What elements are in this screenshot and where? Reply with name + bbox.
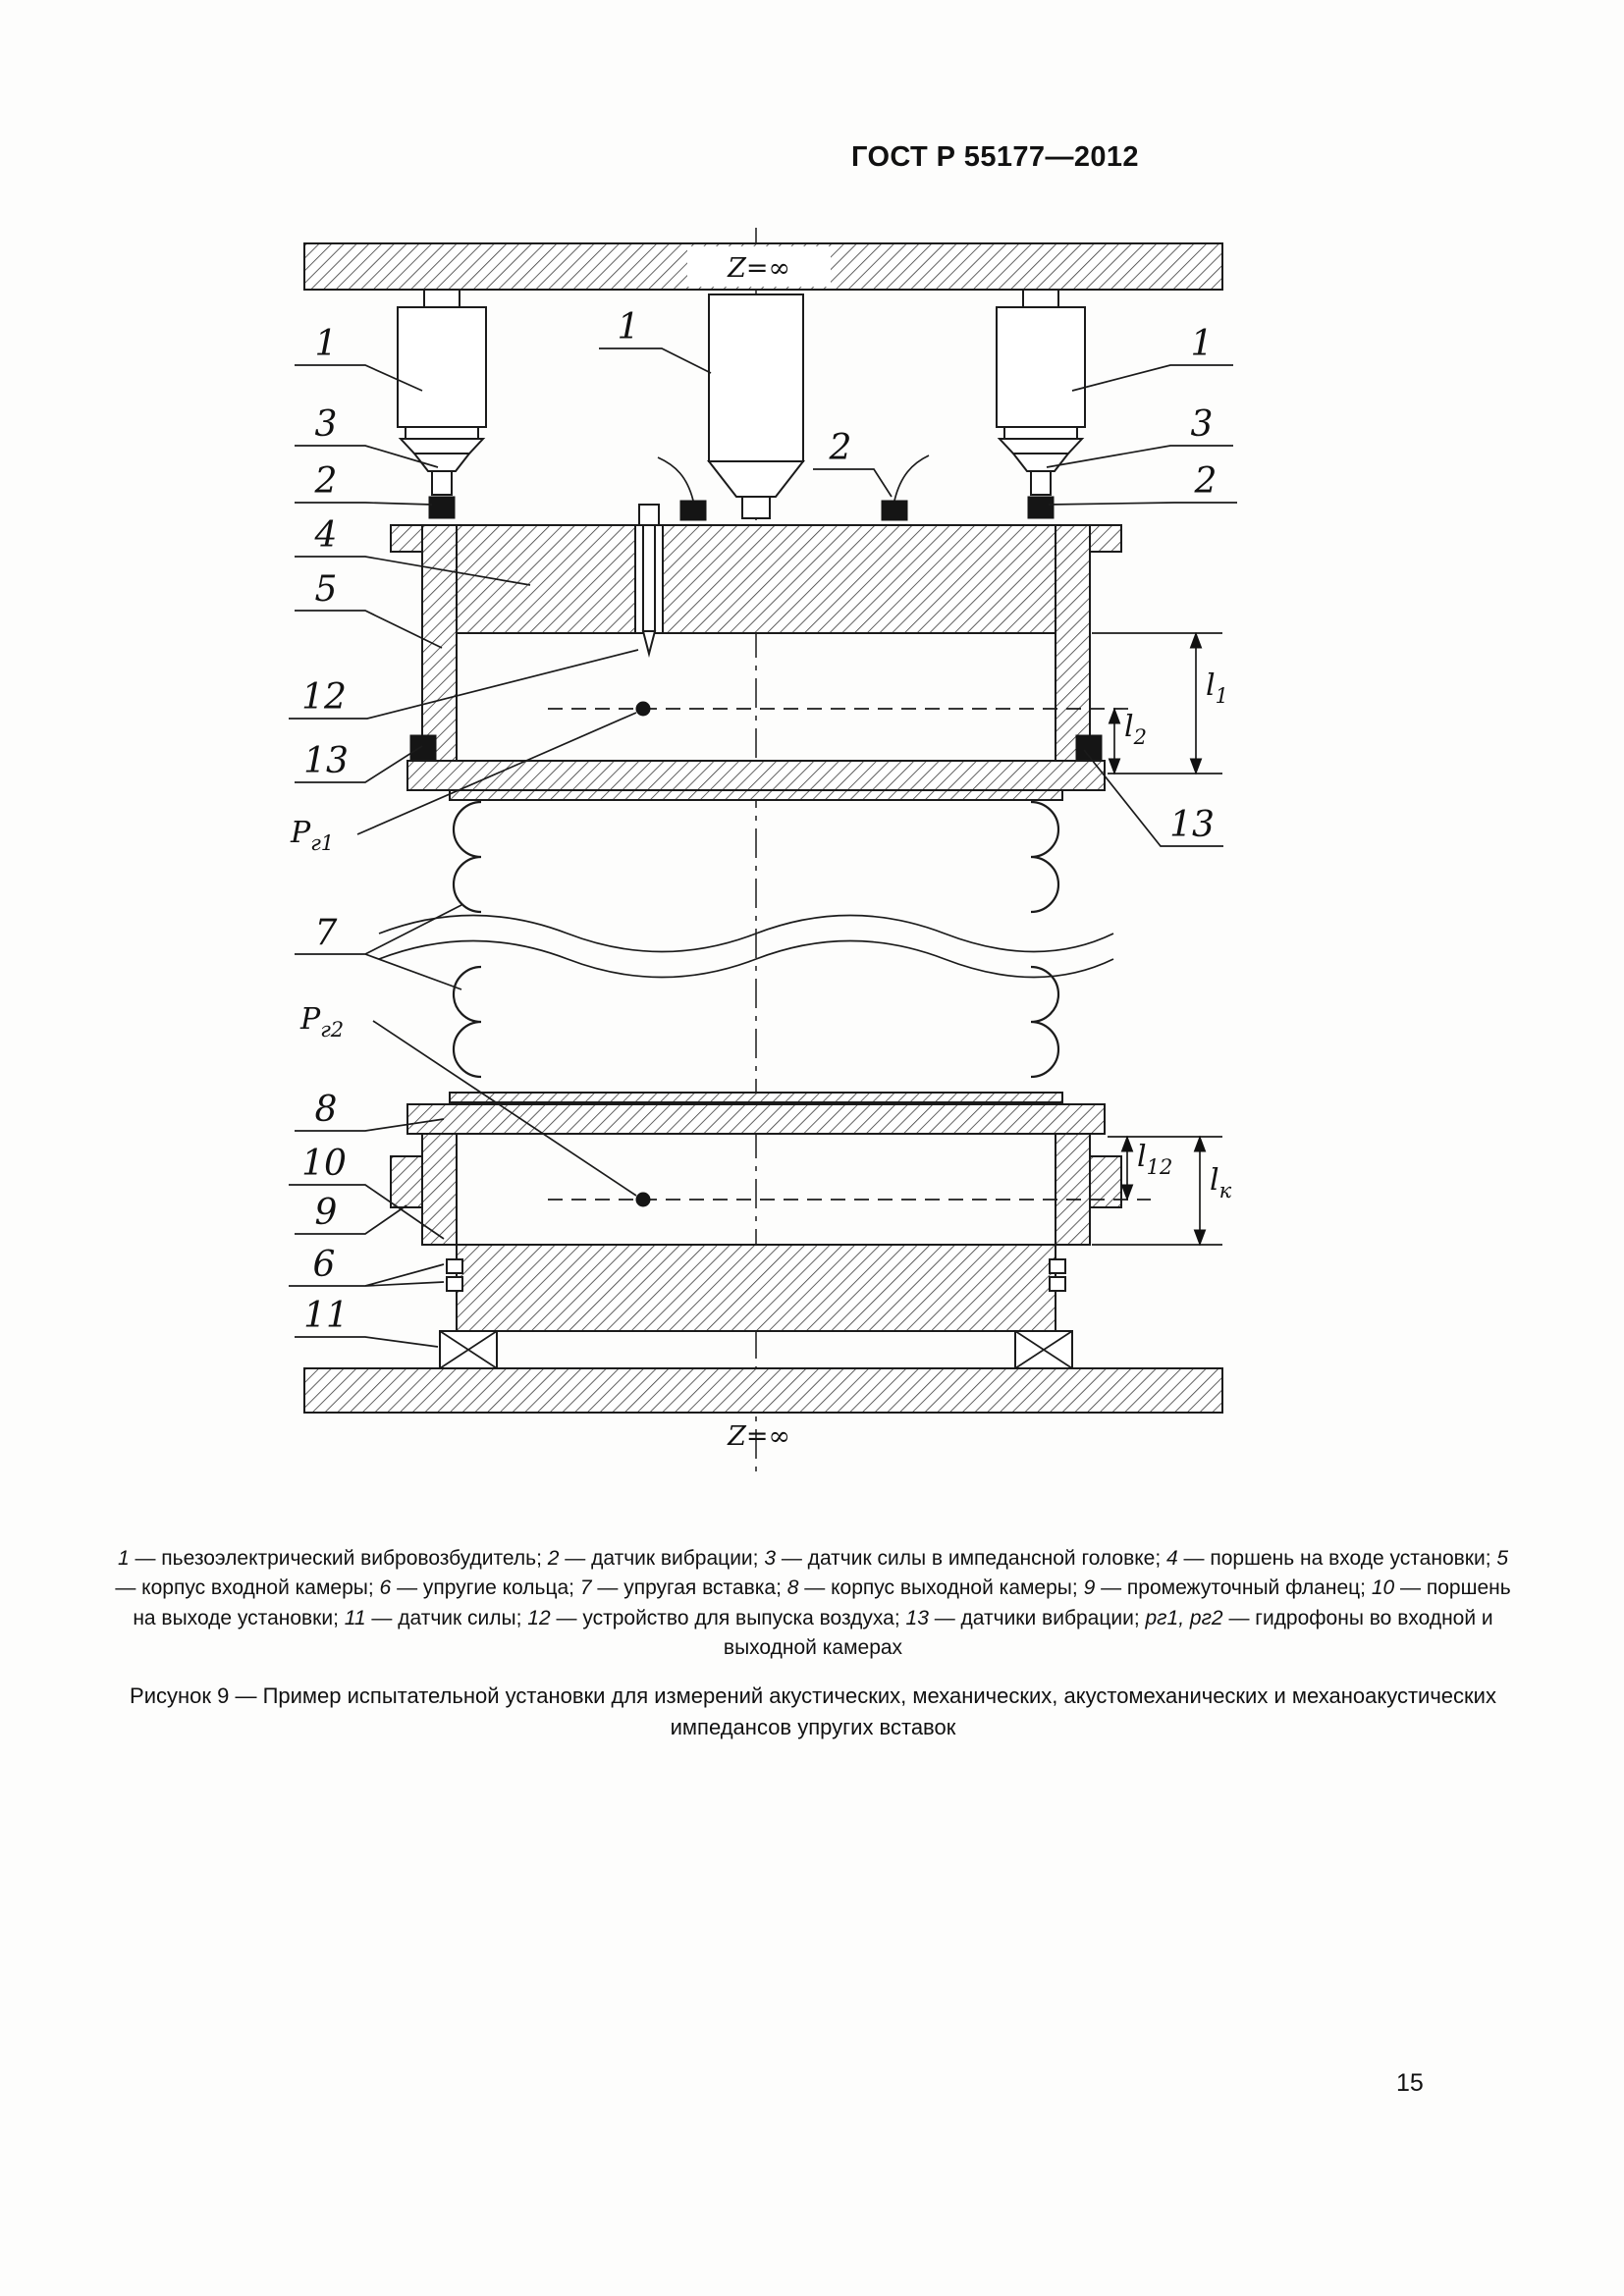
figure-9-diagram: Z=∞ <box>289 228 1237 1474</box>
vibration-sensor-13-left <box>409 734 437 762</box>
output-chamber-wall-right <box>1055 1133 1091 1246</box>
dimension-l12: l12 <box>1120 1135 1172 1201</box>
document-header: ГОСТ Р 55177—2012 <box>851 141 1139 173</box>
callout-1-right: 1 <box>1191 324 1214 364</box>
hydrophone-p2-dot <box>635 1192 651 1207</box>
input-top-step-right <box>1089 524 1122 553</box>
air-release-device <box>634 504 664 658</box>
break-wave-lines <box>378 914 1114 979</box>
svg-text:l1: l1 <box>1206 668 1228 708</box>
callout-3-right: 3 <box>1191 404 1214 445</box>
vibration-exciter-center <box>706 294 806 519</box>
callout-13-left: 13 <box>303 741 349 781</box>
callout-4: 4 <box>314 515 338 556</box>
upper-flange <box>406 760 1106 791</box>
elastic-rings <box>446 1258 1066 1292</box>
page-number: 15 <box>1396 2069 1424 2097</box>
figure-legend: 1 — пьезоэлектрический вибровозбудитель;… <box>115 1547 1511 1660</box>
callout-2-left: 2 <box>314 461 338 502</box>
hydrophone-label-p1: Pг1 <box>290 816 334 855</box>
callout-1-center: 1 <box>618 307 640 347</box>
svg-text:lк: lк <box>1210 1163 1232 1202</box>
figure-caption: Рисунок 9 — Пример испытательной установ… <box>130 1683 1496 1739</box>
vibration-sensors-center <box>657 454 930 521</box>
hydrophone-label-p2: Pг2 <box>299 1002 344 1041</box>
output-piston <box>456 1244 1056 1332</box>
svg-text:l2: l2 <box>1124 710 1147 749</box>
impedance-label-top: Z=∞ <box>727 253 790 284</box>
impedance-label-bottom: Z=∞ <box>727 1421 790 1452</box>
callout-labels: 1 3 2 4 5 12 13 7 8 10 9 6 11 1 3 2 13 1… <box>301 307 1217 1336</box>
hydrophone-axis-upper <box>548 701 1131 717</box>
callout-leader-lines <box>289 347 1237 1348</box>
callout-8: 8 <box>315 1090 338 1130</box>
vibration-sensor-right <box>1027 496 1055 519</box>
dimension-l1: l1 <box>1189 631 1228 775</box>
callout-12: 12 <box>301 677 347 718</box>
callout-10: 10 <box>301 1144 347 1184</box>
callout-11: 11 <box>303 1296 349 1336</box>
callout-5: 5 <box>315 569 338 610</box>
vibration-exciter-right <box>996 306 1086 519</box>
ceiling-rigid-wall: Z=∞ <box>303 242 1223 291</box>
exciter-stem-right <box>1022 289 1059 308</box>
exciter-stem-left <box>423 289 460 308</box>
callout-13-right: 13 <box>1169 805 1215 845</box>
input-top-step-left <box>390 524 423 553</box>
callout-7: 7 <box>315 913 338 953</box>
input-piston <box>456 524 1056 634</box>
upper-bellows-clamp <box>449 789 1063 801</box>
hydrophone-p1-dot <box>635 701 651 717</box>
callout-2-center: 2 <box>829 428 852 468</box>
hydrophone-axis-lower <box>548 1192 1151 1207</box>
dimension-extension-lines <box>1092 632 1222 1246</box>
intermediate-flange-left <box>390 1155 423 1208</box>
vibration-sensor-left <box>428 496 456 519</box>
callout-1-left: 1 <box>315 324 338 364</box>
force-sensor-left <box>439 1330 498 1369</box>
input-chamber-wall-left <box>421 524 458 762</box>
input-chamber-wall-right <box>1055 524 1091 762</box>
callout-6: 6 <box>313 1245 336 1285</box>
output-chamber-flange <box>406 1103 1106 1135</box>
dimension-lk: lк <box>1193 1135 1232 1247</box>
elastic-insert-bellows <box>452 800 1060 1079</box>
force-sensor-right <box>1014 1330 1073 1369</box>
vibration-exciter-left <box>397 306 487 519</box>
callout-2-right: 2 <box>1194 461 1218 502</box>
callout-9: 9 <box>315 1193 338 1233</box>
lower-bellows-clamp <box>449 1092 1063 1103</box>
svg-text:l12: l12 <box>1137 1140 1172 1179</box>
floor-rigid-wall: Z=∞ <box>303 1367 1223 1452</box>
callout-3-left: 3 <box>315 404 338 445</box>
dimension-l2: l2 <box>1108 707 1147 775</box>
